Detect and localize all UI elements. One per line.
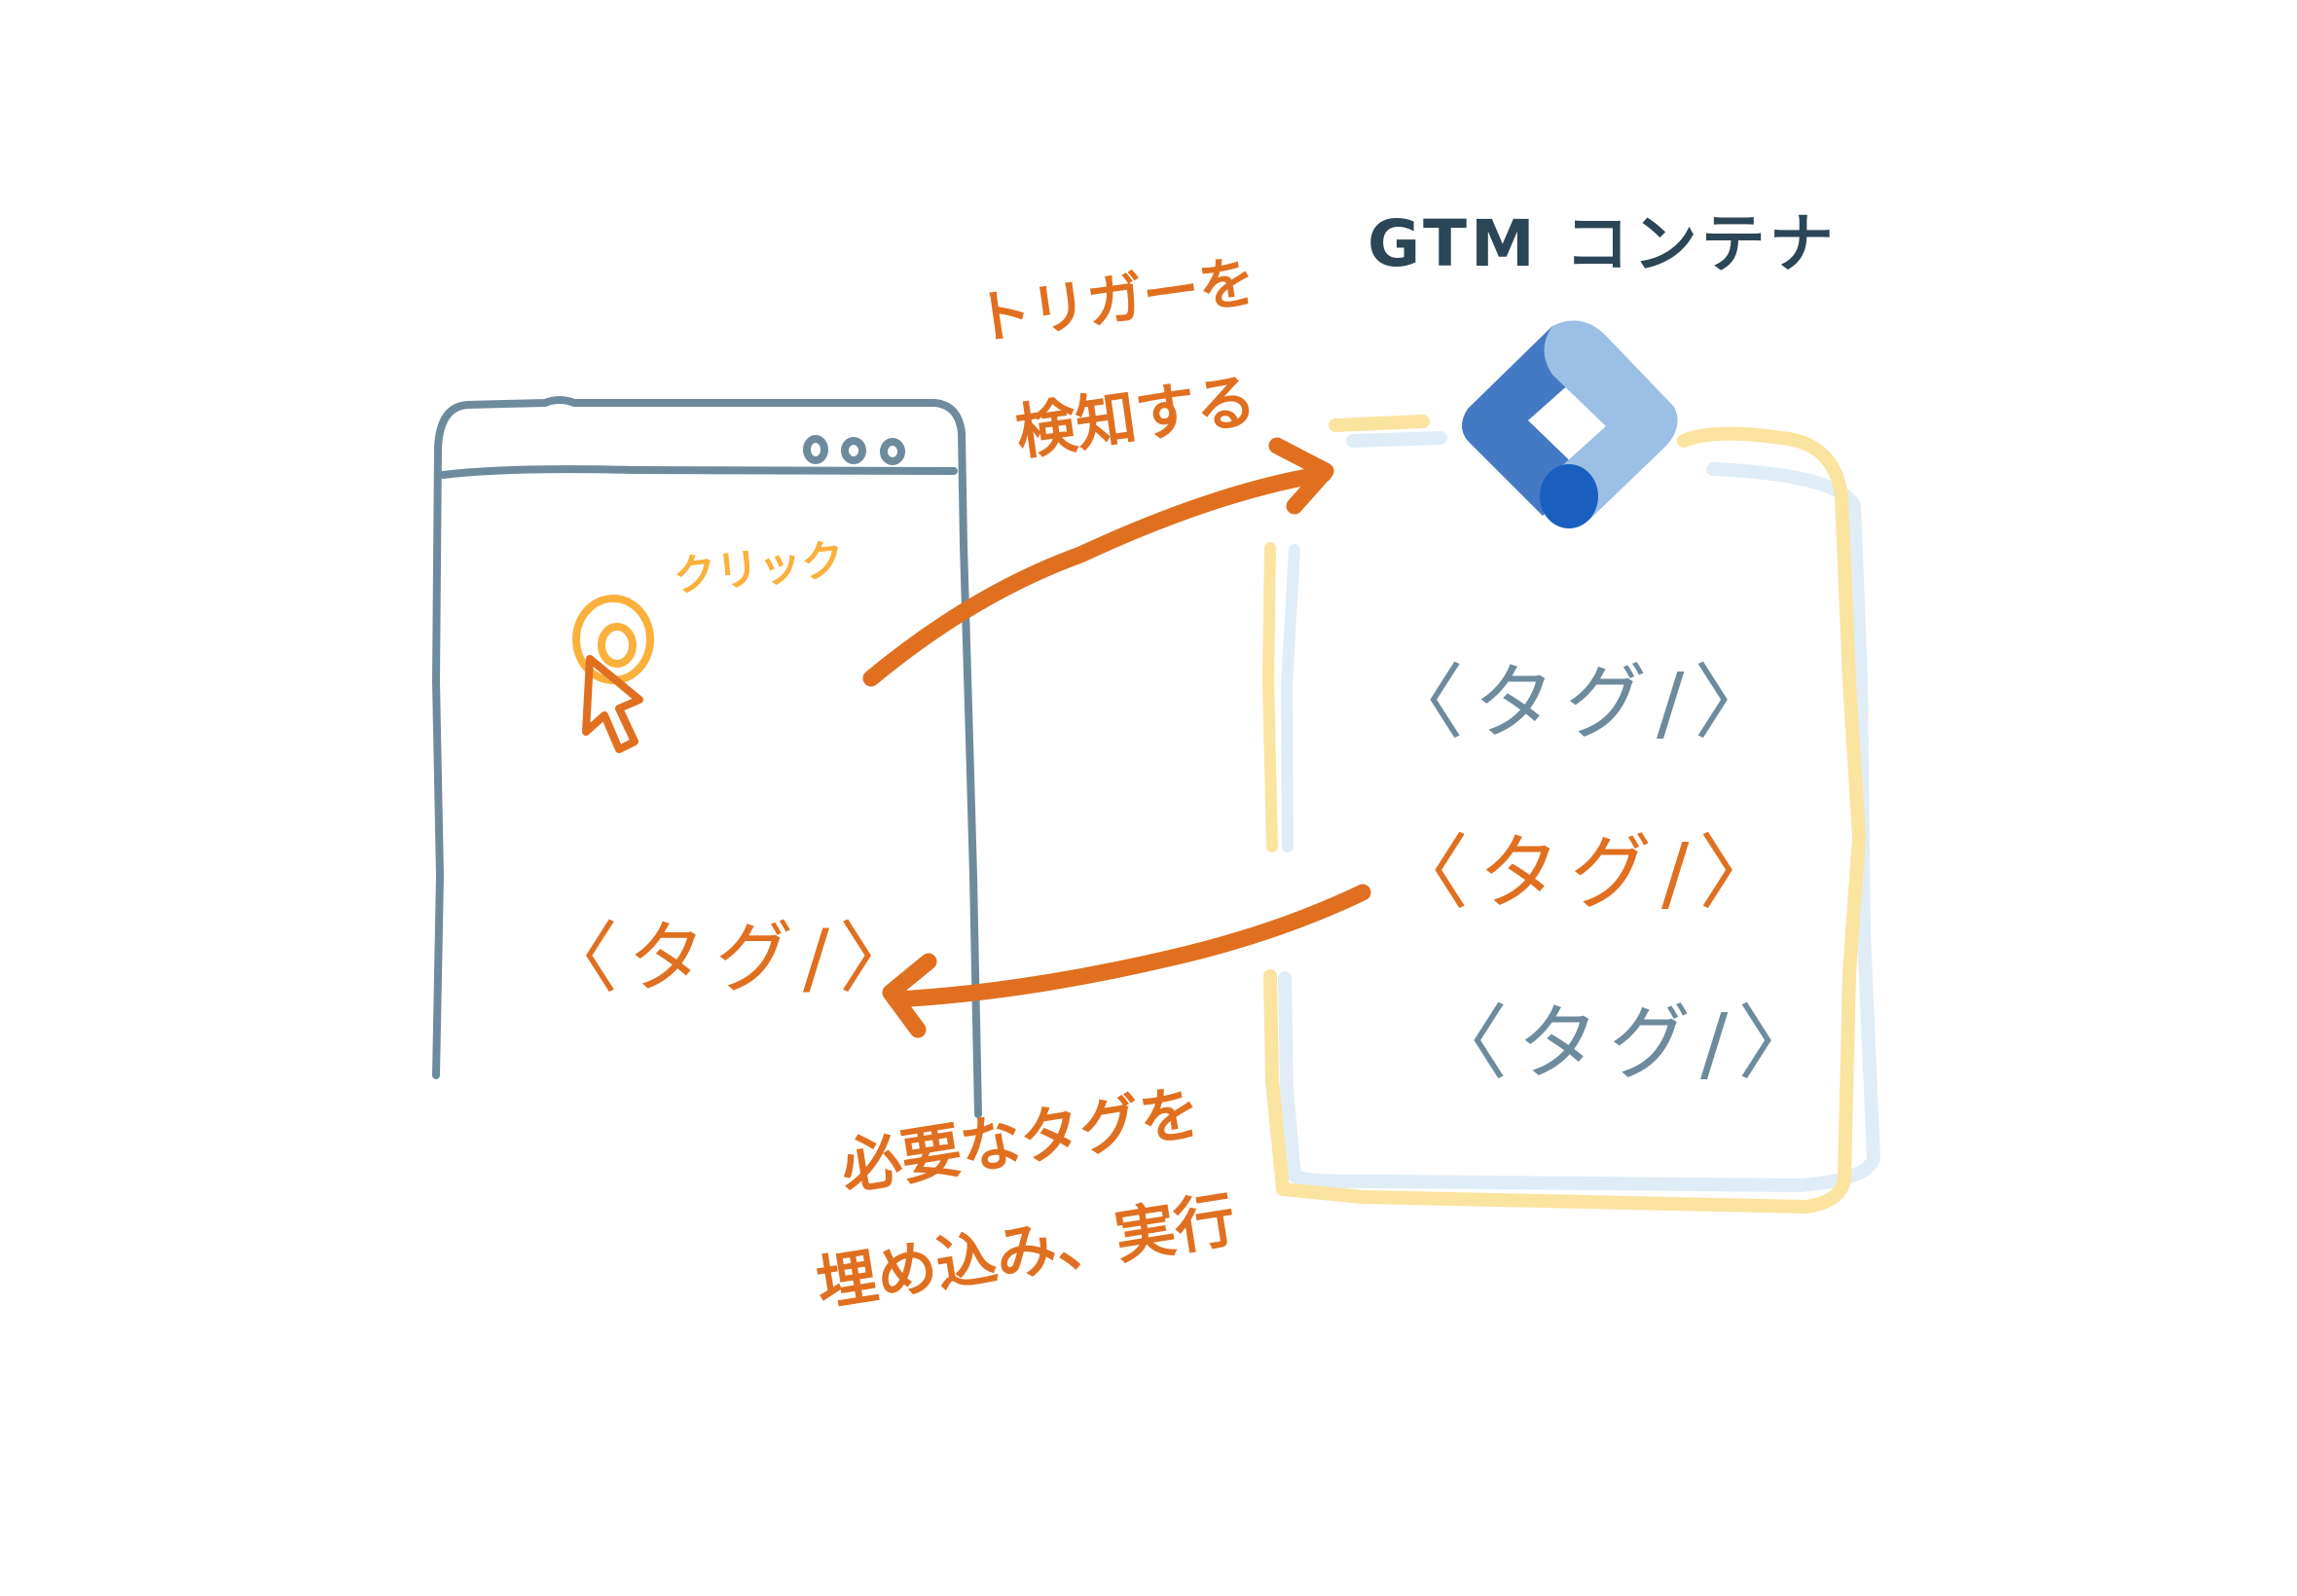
gtm-logo-icon <box>1461 320 1678 528</box>
window-dot-icon <box>880 438 905 465</box>
browser-window <box>432 396 982 1118</box>
trigger-arrow <box>862 437 1334 687</box>
cursor-arrow-icon <box>582 655 643 753</box>
container-tag-2-active: 〈タグ/〉 <box>1387 825 1791 921</box>
browser-frame <box>432 396 982 1118</box>
embed-arrow <box>882 884 1371 1038</box>
container-tag-3: 〈タグ/〉 <box>1426 996 1830 1091</box>
container-frame <box>1262 415 1880 1214</box>
window-dot-icon <box>803 435 828 464</box>
window-dot-icon <box>841 437 866 464</box>
container-tag-1: 〈タグ/〉 <box>1382 655 1786 750</box>
browser-header-line <box>439 465 958 479</box>
embedded-tag: 〈タグ/〉 <box>540 913 927 1003</box>
container-title: GTM コンテナ <box>1367 206 1838 281</box>
